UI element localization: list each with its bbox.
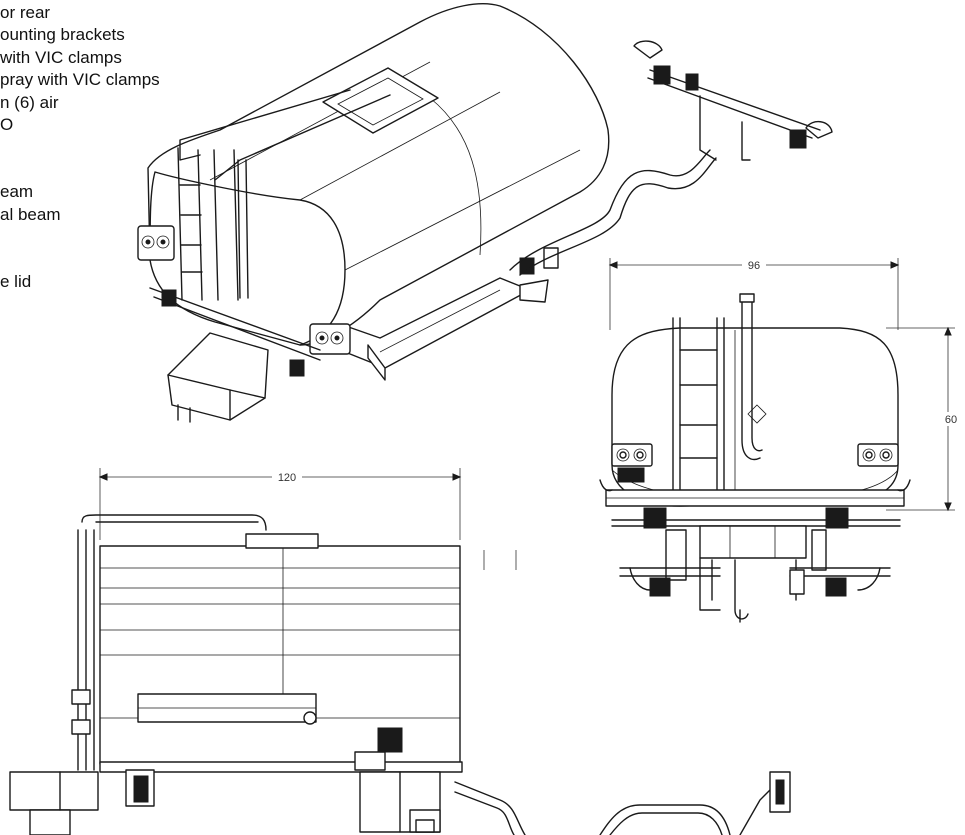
dim-label-120: 120 <box>278 472 296 484</box>
side-rear-bar <box>599 804 731 835</box>
front-fill-pipe <box>741 299 763 461</box>
side-handrail <box>81 514 267 531</box>
side-hose <box>454 781 526 835</box>
iso-tank-endcap <box>149 171 346 346</box>
note-line-3: with VIC clamps <box>0 48 122 67</box>
note-line-7: eam <box>0 182 34 201</box>
front-pump-block <box>699 525 807 559</box>
front-placard <box>747 404 767 424</box>
front-valve-left <box>643 507 667 529</box>
note-line-6: O <box>0 115 14 134</box>
front-lower-bar-right <box>789 567 891 577</box>
front-logo-plate <box>617 467 645 483</box>
front-valve-right <box>825 507 849 529</box>
front-lower-valve-left <box>649 577 671 597</box>
side-pump-box <box>9 771 99 811</box>
iso-rear-bracket <box>519 279 549 303</box>
iso-spray-valve-right <box>289 359 305 377</box>
side-rear-valve <box>377 727 403 753</box>
iso-hose <box>509 149 711 271</box>
detail-valve-right <box>789 129 807 149</box>
iso-spray-bar <box>149 287 321 361</box>
note-line-5: n (6) air <box>0 93 59 112</box>
iso-pump-block <box>543 247 559 269</box>
dim-label-96: 96 <box>748 260 760 272</box>
front-tank-outline <box>611 327 899 507</box>
note-line-9: e lid <box>0 272 32 291</box>
front-view: 96 60 <box>599 258 962 623</box>
iso-frame-end <box>367 344 386 381</box>
note-line-1: or rear <box>0 3 51 22</box>
iso-pump-box <box>167 332 269 421</box>
front-ladder <box>672 317 725 493</box>
iso-tank-seam <box>429 97 482 256</box>
isometric-tank-view <box>137 3 717 423</box>
note-line-8: al beam <box>0 205 61 224</box>
iso-top-hatch <box>322 67 439 134</box>
note-line-2: ounting brackets <box>0 25 125 44</box>
side-hatch <box>245 533 319 549</box>
dim-label-60: 60 <box>945 414 957 426</box>
rear-spray-bar-detail <box>633 40 833 161</box>
side-frame-rail <box>99 761 463 773</box>
front-lower-bar-left <box>619 567 721 577</box>
detail-valve-mid <box>685 73 699 91</box>
front-lower-valve-right <box>825 577 847 597</box>
iso-fill-pipe <box>237 159 249 299</box>
iso-spray-valve-left <box>161 289 177 307</box>
iso-light-cluster-right <box>309 323 351 355</box>
iso-light-cluster-left <box>137 225 175 261</box>
detail-valve-left <box>653 65 671 85</box>
iso-ladder <box>177 147 239 301</box>
side-view: 120 <box>9 468 791 835</box>
note-line-4: pray with VIC clamps <box>0 70 160 89</box>
iso-tank-shell <box>147 3 610 346</box>
